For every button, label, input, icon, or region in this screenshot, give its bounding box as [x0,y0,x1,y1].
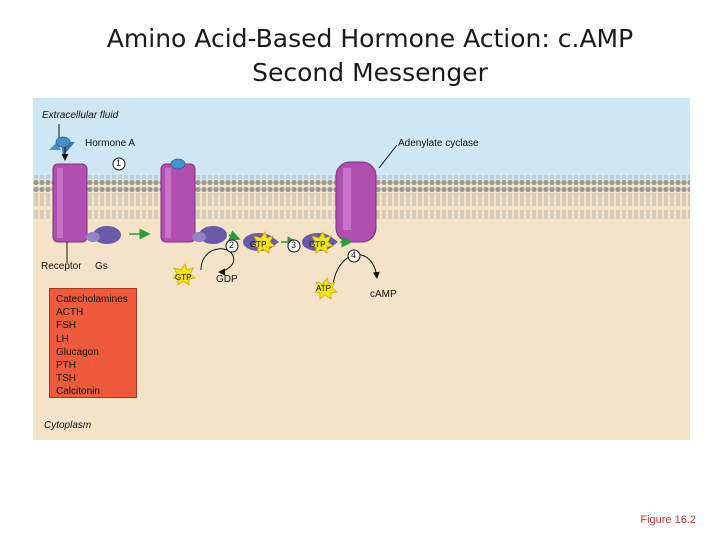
gs-label: Gs [95,261,108,272]
camp-label: cAMP [370,289,397,300]
hormone-list-box: Catecholamines ACTH FSH LH Glucagon PTH … [49,288,137,398]
extracellular-label: Extracellular fluid [42,110,119,121]
step-1-label: 1 [116,158,122,168]
gtp-label-2: GTP [250,240,267,249]
hormone-item: Catecholamines [56,294,128,305]
adenylate-cyclase-enzyme [335,161,377,243]
hormone-item: TSH [56,373,76,385]
hormone-a-label: Hormone A [85,138,136,149]
slide-title: Amino Acid-Based Hormone Action: c.AMP S… [106,24,634,87]
hormone-action-diagram: Extracellular fluid Hormone A Adenylate … [33,98,690,440]
bound-hormone-icon [170,158,186,170]
adenylate-cyclase-label: Adenylate cyclase [398,138,479,149]
gtp-star-2 [252,231,276,254]
hormone-item: Glucagon [56,346,99,358]
receptor-2 [160,163,196,243]
gtp-star-3 [310,231,334,254]
step-1-circle [112,157,126,171]
diagram-canvas [33,98,690,440]
gtp-label-3: GTP [309,240,326,249]
cytoplasm-label: Cytoplasm [44,420,92,431]
hormone-item: PTH [56,360,76,372]
step-3-circle [287,239,301,253]
atp-label: ATP [316,284,331,293]
figure-reference: Figure 16.2 [640,514,696,526]
step-4-label: 4 [351,250,357,260]
gtp-star-1 [172,263,196,286]
gs-protein-inactive [93,226,121,244]
hormone-item: ACTH [56,307,84,319]
step-3-label: 3 [291,240,297,250]
atp-star [314,277,338,300]
receptor-label: Receptor [41,261,82,272]
gs-protein-active [199,226,227,244]
hormone-item: Calcitonin [56,386,100,398]
step-2-circle [225,239,239,253]
hormone-a-icon [55,136,71,148]
gtp-label-1: GTP [175,273,192,282]
hormone-item: LH [56,333,69,345]
receptor-1 [52,163,88,243]
hormone-item: FSH [56,320,76,332]
gdp-label: GDP [216,274,238,285]
step-2-label: 2 [229,240,235,250]
step-4-circle [347,249,361,263]
